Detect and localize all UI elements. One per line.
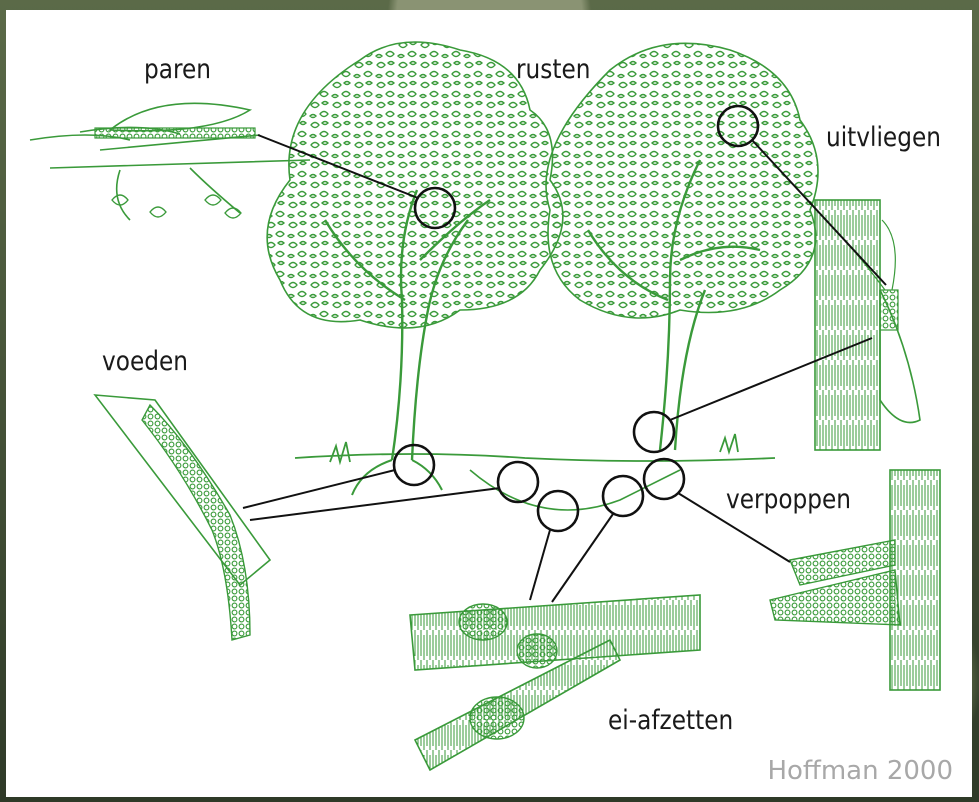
feeding-larva-illustration	[95, 395, 270, 640]
label-ei-afzetten: ei-afzetten	[608, 705, 733, 736]
egg-laying-illustration	[410, 595, 700, 770]
label-rusten: rusten	[516, 54, 590, 85]
callout-circle-voeden-1	[394, 445, 434, 485]
tree-right	[546, 43, 818, 450]
label-verpoppen: verpoppen	[726, 484, 851, 515]
leader-line-voeden-2	[250, 488, 500, 520]
tree-left	[267, 42, 563, 495]
callout-circle-ei-2	[603, 476, 643, 516]
label-paren: paren	[144, 54, 211, 85]
mating-insect-illustration	[30, 103, 310, 220]
callout-circle-voeden-2	[498, 462, 538, 502]
credit-text: Hoffman 2000	[767, 756, 953, 786]
callout-circle-emergence	[634, 412, 674, 452]
leader-line-ei-2	[552, 514, 613, 602]
leader-line-voeden-1	[243, 470, 395, 508]
label-uitvliegen: uitvliegen	[826, 122, 941, 153]
label-voeden: voeden	[102, 346, 188, 377]
leader-line-ei-1	[530, 530, 550, 600]
callout-circle-ei-1	[538, 491, 578, 531]
emerging-adult-illustration	[815, 200, 920, 450]
